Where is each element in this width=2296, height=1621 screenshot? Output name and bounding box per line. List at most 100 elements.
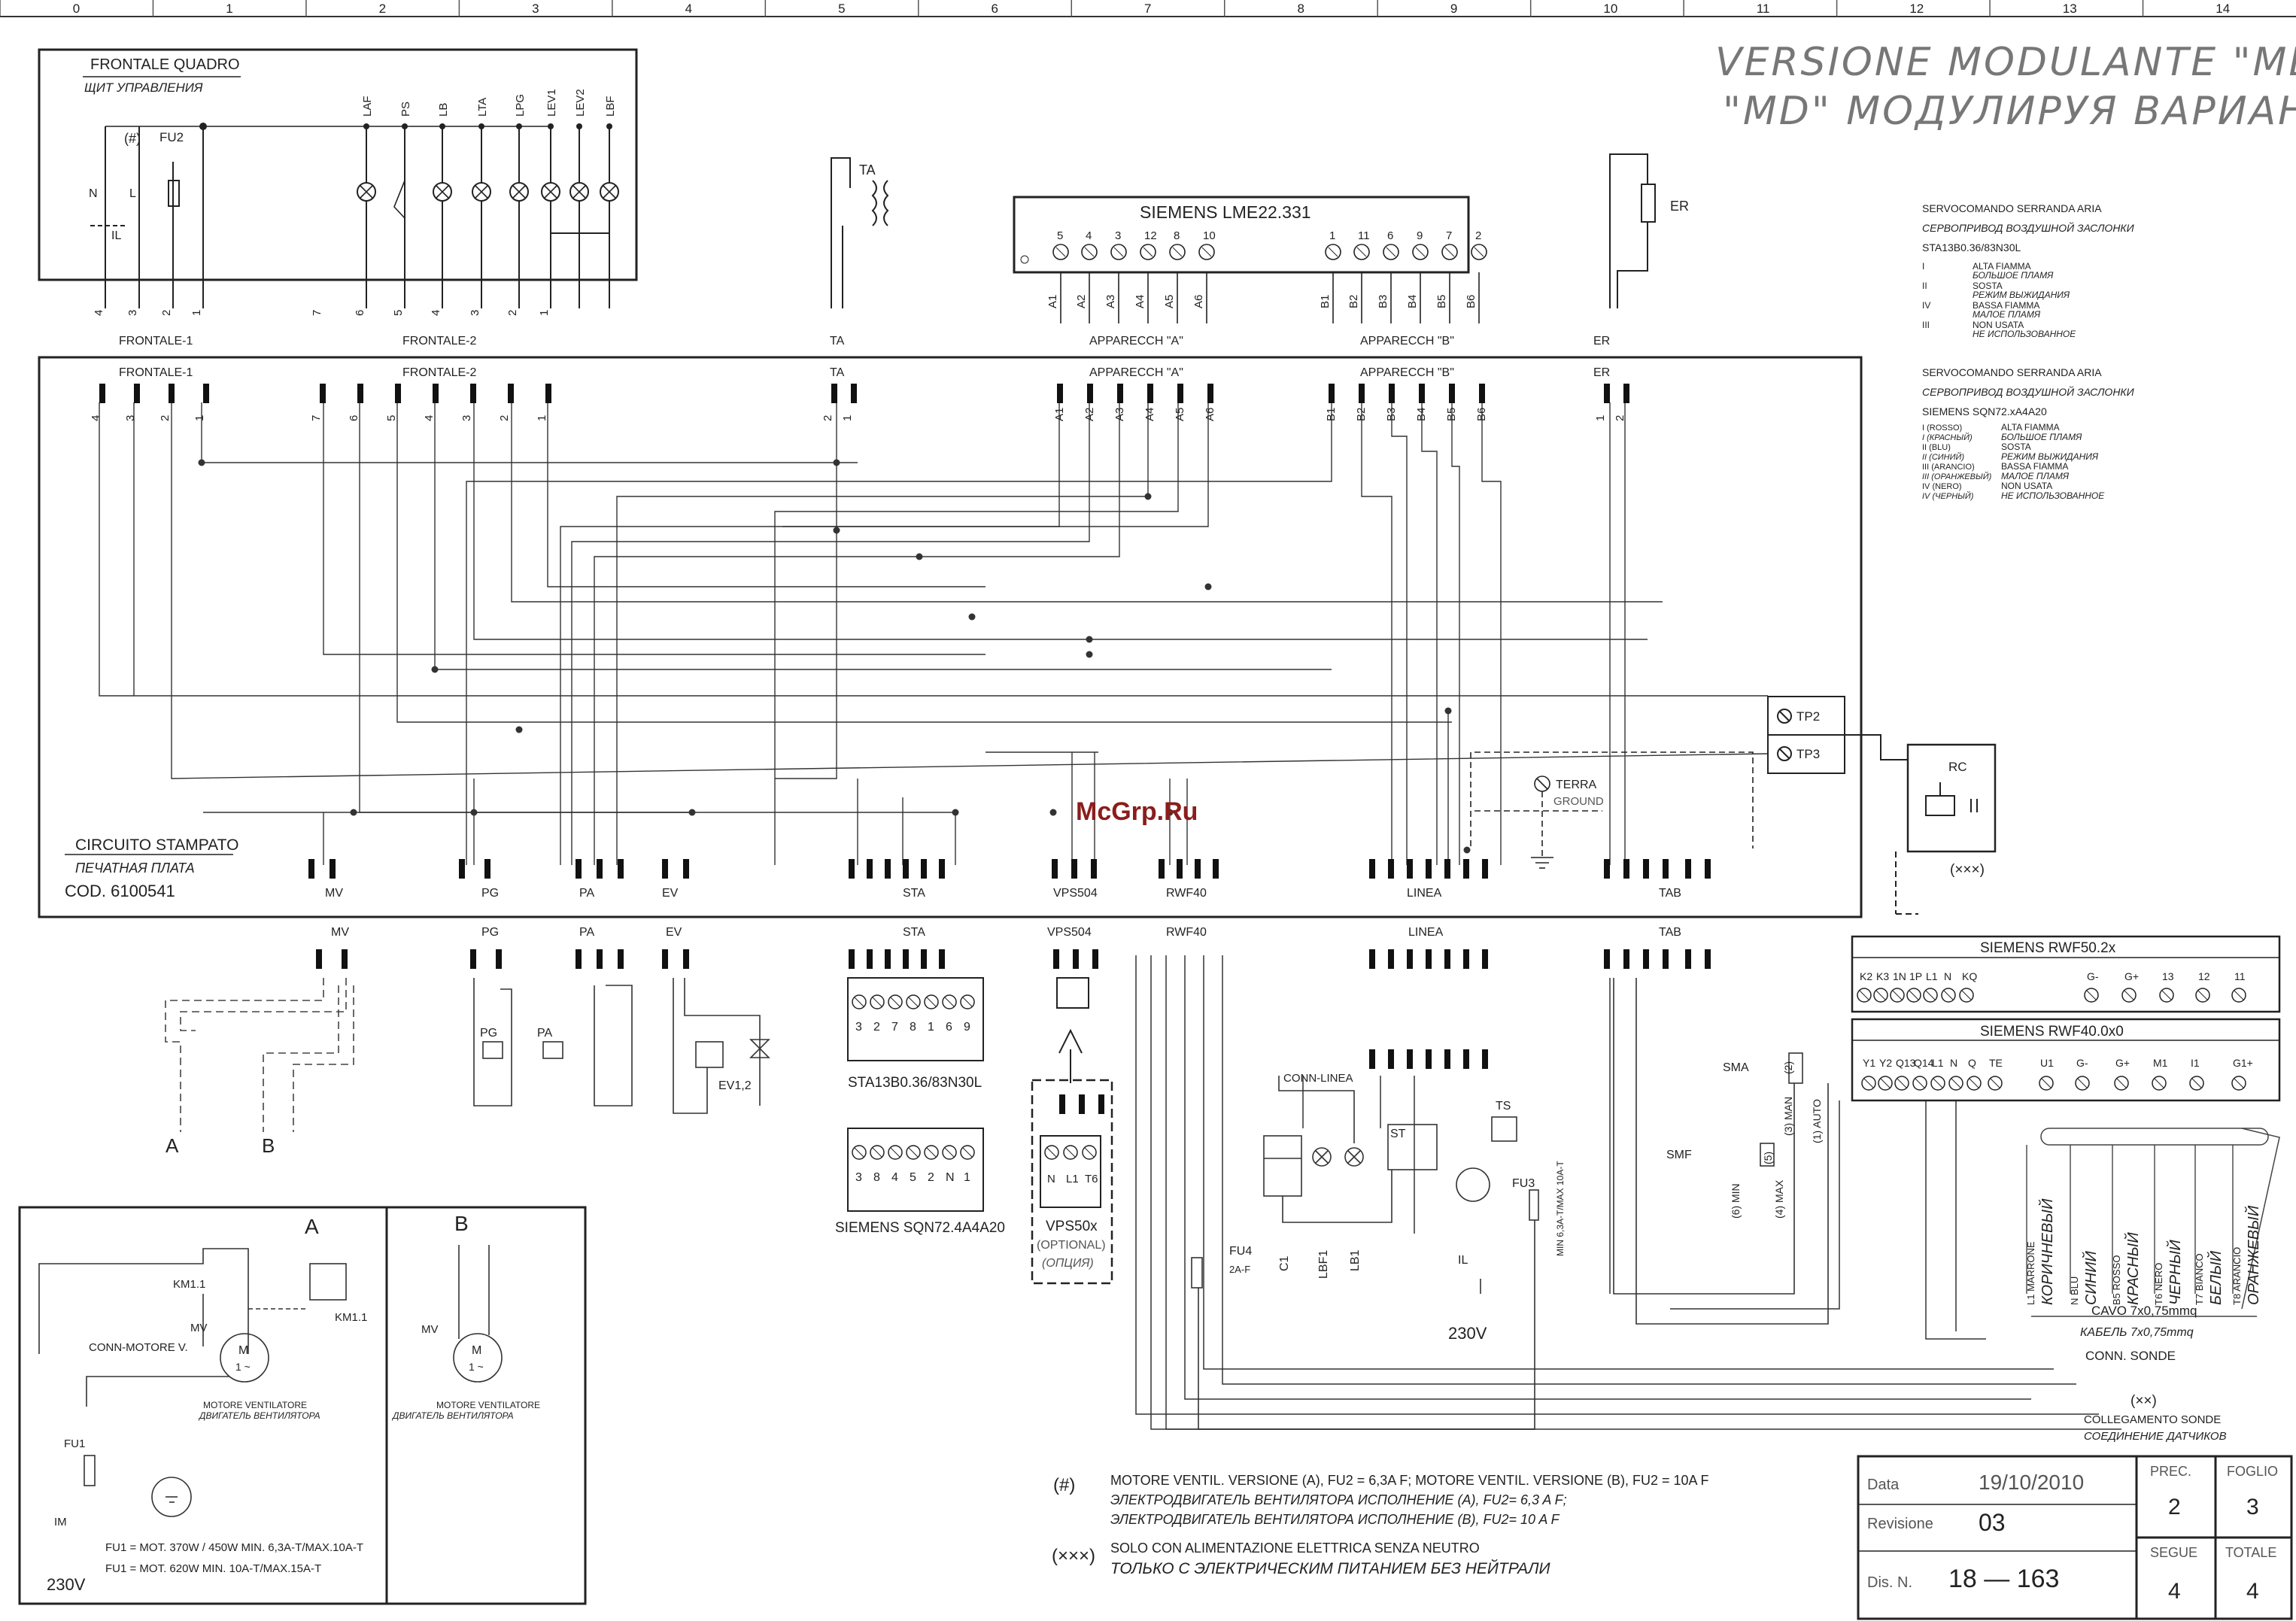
servo1-model: STA13B0.36/83N30L [1922, 241, 2021, 253]
sta-slot [962, 997, 973, 1007]
tb-data-label: Data [1867, 1477, 1900, 1493]
servo1-function-ru: МАЛОЕ ПЛАМЯ [1973, 309, 2041, 320]
tb-segue-label: SEGUE [2150, 1545, 2197, 1560]
rwf40-terminal: M1 [2153, 1057, 2168, 1069]
lower-connector-pin [903, 949, 909, 969]
servo2-function: БОЛЬШОЕ ПЛАМЯ [2001, 432, 2082, 442]
coll-sonde: COLLEGAMENTO SONDE [2084, 1413, 2221, 1426]
servo2-position: II (BLU) [1922, 443, 1951, 452]
cable-color-it: T6 NERO [2153, 1263, 2164, 1305]
sta-terminal: 3 [855, 1021, 862, 1034]
lower-caption: RWF40 [1166, 926, 1207, 939]
lme-terminal-b: 2 [1475, 229, 1481, 242]
sta-terminal: 2 [873, 1021, 880, 1034]
servo1-function: BASSA FIAMMA [1973, 300, 2039, 311]
conn-sonde: CONN. SONDE [2085, 1349, 2176, 1363]
pcb-apparecch-a-pin: A3 [1113, 408, 1126, 421]
lme-terminal-a: 3 [1115, 229, 1121, 242]
switch-symbol [393, 180, 405, 219]
lower-wire [1203, 955, 2054, 1370]
junction [363, 123, 369, 129]
fu4-label: FU4 [1229, 1245, 1252, 1258]
cable-color-it: L1 MARRONE [2025, 1241, 2036, 1305]
pcb-trace [594, 402, 1120, 865]
rwf40-slot [2154, 1078, 2164, 1088]
rwf50-slot [2197, 990, 2208, 1000]
pcb-apparecch-a-pin: A1 [1053, 408, 1066, 421]
caption-er: ER [1593, 335, 1610, 348]
motor-b-m: M [472, 1344, 481, 1357]
terminal-number: 1 [190, 310, 203, 316]
km11-label: KM1.1 [173, 1278, 205, 1291]
pcb-trace [171, 402, 1769, 779]
caption-ta: TA [830, 335, 845, 348]
pcb-bottom-caption: PA [579, 887, 594, 900]
screw-slot [1055, 247, 1066, 257]
ta-transformer [831, 157, 889, 308]
lamp-label: LTA [476, 98, 489, 117]
pcb-pin-number: 5 [385, 415, 398, 421]
lamp-cross [572, 185, 586, 199]
bottom-connector-pin [921, 859, 927, 879]
motor-a-letter: A [305, 1215, 319, 1238]
rwf50-terminal: L1 [1926, 970, 1938, 982]
pcb-bottom-connectors [308, 859, 1711, 879]
sta-slot [890, 997, 900, 1007]
tb-segue-value: 4 [2168, 1579, 2181, 1604]
pcb-trace [396, 402, 1452, 723]
cavo-label-ru: КАБЕЛЬ 7x0,75mmq [2080, 1326, 2194, 1339]
top-connector-pin [545, 384, 551, 403]
pcb-top-caption: TA [830, 366, 845, 379]
servo1-position: IV [1922, 300, 1930, 311]
lme-pin-b: B2 [1347, 295, 1360, 308]
pcb-bottom-caption: EV [662, 887, 679, 900]
rwf40-slot [1933, 1078, 1943, 1088]
pcb-bottom-caption: PG [481, 887, 499, 900]
sqn-model: SIEMENS SQN72.4A4A20 [835, 1220, 1005, 1236]
sqn-terminal: 5 [910, 1171, 916, 1184]
pcb-trace [1481, 402, 1502, 865]
ruler-label-7: 7 [1144, 2, 1151, 16]
cable-color-ru: БЕЛЫЙ [2207, 1250, 2225, 1305]
frontale-title-ru: ЩИТ УПРАВЛЕНИЯ [84, 80, 203, 95]
rwf50-terminal: KQ [1962, 970, 1977, 982]
terminal-number: 2 [160, 310, 173, 316]
pcb-top-caption: ER [1593, 366, 1610, 379]
terminal-number: 7 [311, 310, 323, 316]
top-connector-pin [508, 384, 514, 403]
pcb-trace [1361, 402, 1392, 865]
note-xxx: (×××) [1052, 1546, 1095, 1566]
pcb-junction-dot [1204, 583, 1212, 590]
pcb-apparecch-b-pin: B3 [1385, 408, 1398, 421]
lme-pin-a: A1 [1046, 295, 1059, 308]
rwf50-terminal: 1P [1909, 970, 1922, 982]
frontale-l: L [129, 187, 136, 200]
pcb-bottom-caption: RWF40 [1166, 887, 1207, 900]
cable-color-it: T7 BIANCO [2194, 1253, 2205, 1305]
vps-optional-ru: (ОПЦИЯ) [1042, 1257, 1094, 1270]
servo2-title: SERVOCOMANDO SERRANDA ARIA [1922, 366, 2102, 378]
pcb-bottom-caption: STA [903, 887, 925, 900]
conn-motore-label: CONN-MOTORE V. [89, 1341, 188, 1354]
lamp-cross [544, 185, 557, 199]
bottom-connector-pin [1195, 859, 1201, 879]
vps-name: VPS50x [1046, 1219, 1098, 1234]
lower-caption: TAB [1659, 926, 1681, 939]
rwf40-slot [1863, 1078, 1874, 1088]
servo2-position: IV (NERO) [1922, 482, 1962, 491]
fu4-rating: 2A-F [1229, 1264, 1250, 1275]
servo2-model: SIEMENS SQN72.xA4A20 [1922, 405, 2047, 417]
pcb-pin-number: 1 [841, 415, 854, 421]
pcb-junction-dot [916, 553, 923, 560]
servo2-position: II (СИНИЙ) [1922, 452, 1964, 462]
servo2-position: I (КРАСНЫЙ) [1922, 433, 1973, 442]
lower-b: B [262, 1134, 275, 1157]
motor-a-caption-ru: ДВИГАТЕЛЬ ВЕНТИЛЯТОРА [198, 1410, 320, 1421]
lme-pin-b: B6 [1465, 295, 1478, 308]
terminal-number: 4 [93, 310, 105, 316]
note-line-3-ru: ТОЛЬКО С ЭЛЕКТРИЧЕСКИМ ПИТАНИЕМ БЕЗ НЕЙТ… [1110, 1560, 1551, 1577]
pcb-pin-number: 3 [124, 415, 137, 421]
lower-wire [1135, 955, 2099, 1415]
lower-connector-pin [921, 949, 927, 969]
